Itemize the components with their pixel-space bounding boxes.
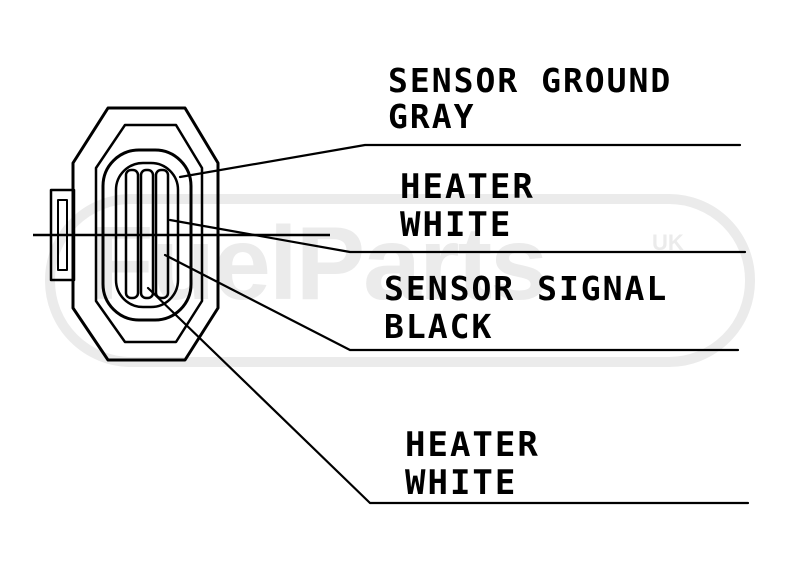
label-sensor-signal: SENSOR SIGNAL [384,269,669,308]
label-white-wire-top: WHITE [400,205,513,245]
leader-line-sensor-ground [178,143,742,179]
connector-housing-inner [94,123,204,344]
label-heater-bottom: HEATER [405,425,540,465]
watermark-brand: FuelParts [90,206,548,322]
label-sensor-ground: SENSOR GROUND [388,61,673,100]
watermark-region: UK [652,230,684,255]
leader-line-heater-top [168,218,747,254]
label-white-wire-bottom: WHITE [405,463,518,503]
leader-line-heater-bottom [146,286,750,505]
label-black-wire: BLACK [384,307,494,346]
label-heater-top: HEATER [400,167,535,207]
label-gray-wire: GRAY [388,97,476,136]
leader-line-sensor-signal [163,253,740,352]
